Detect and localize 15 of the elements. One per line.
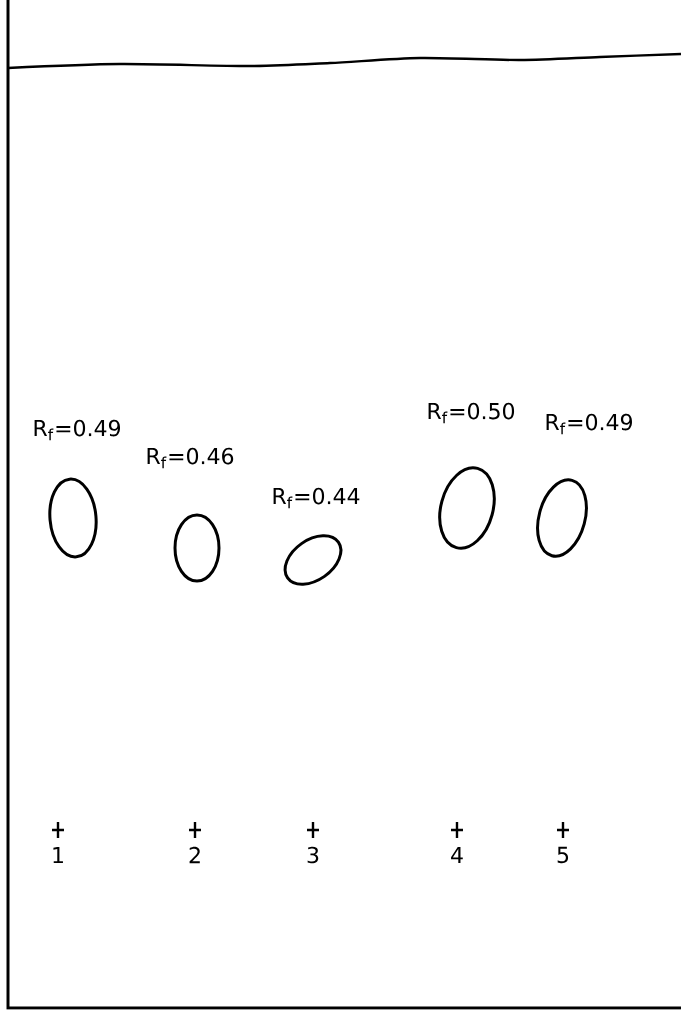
spot bbox=[283, 534, 343, 586]
rf-label: R$_{f}$=0.44 bbox=[273, 487, 360, 509]
rf-label: R$_{f}$=0.49 bbox=[34, 419, 120, 441]
spot bbox=[173, 513, 221, 583]
spot bbox=[438, 466, 496, 550]
rf-label: R$_{f}$=0.46 bbox=[147, 447, 234, 469]
lane-number: 3 bbox=[307, 846, 319, 864]
spot bbox=[536, 478, 588, 558]
spot bbox=[48, 477, 98, 559]
lane-number: 1 bbox=[53, 847, 63, 863]
rf-label: R$_{f}$=0.49 bbox=[546, 413, 632, 435]
lane-number: 2 bbox=[189, 846, 200, 864]
lane-number: 5 bbox=[557, 846, 569, 864]
lane-number: 4 bbox=[451, 847, 463, 863]
rf-label: R$_{f}$=0.50 bbox=[428, 402, 515, 424]
